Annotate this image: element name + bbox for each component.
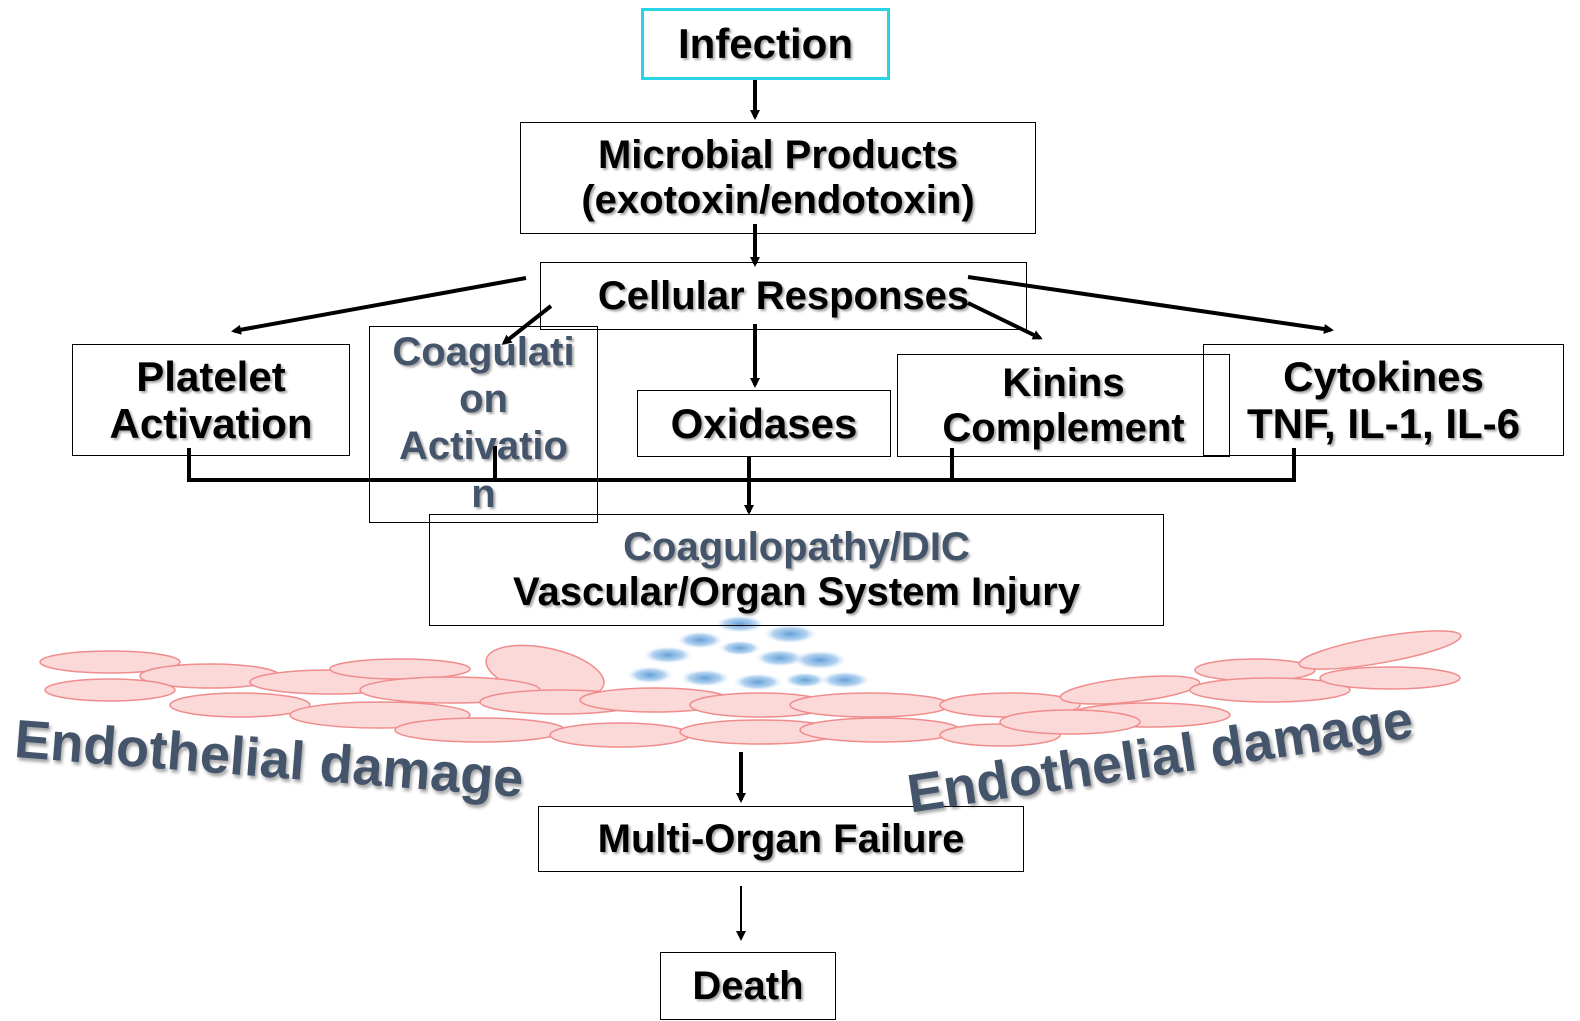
node-coagulopathy-line1: Coagulopathy/DIC (623, 525, 970, 570)
node-cytokines-line1: Cytokines (1283, 352, 1484, 400)
arrow-to-coagulation (501, 304, 553, 345)
node-kinins-line1: Kinins (1002, 360, 1125, 405)
node-kinins-complement: Kinins Complement (897, 354, 1230, 457)
endothelial-cells (39, 630, 1462, 748)
node-coagulation-line1: Coagulati (392, 330, 575, 374)
arrow-to-kinins (967, 301, 1043, 340)
node-infection: Infection (641, 8, 890, 80)
node-platelet-line2: Activation (109, 400, 313, 447)
node-death-label: Death (692, 963, 804, 1008)
node-multi-organ-failure: Multi-Organ Failure (538, 806, 1024, 872)
node-coagulopathy: Coagulopathy/DIC Vascular/Organ System I… (429, 514, 1164, 626)
node-microbial-line2: (exotoxin/endotoxin) (581, 178, 975, 222)
node-platelet-activation: Platelet Activation (72, 344, 350, 456)
collector-line (187, 448, 1296, 482)
node-oxidases: Oxidases (637, 390, 891, 457)
blood-cells (626, 615, 871, 691)
node-microbial-products: Microbial Products (exotoxin/endotoxin) (520, 122, 1036, 234)
arrow-to-platelet (231, 276, 527, 335)
node-oxidases-label: Oxidases (670, 399, 858, 447)
node-coagulopathy-line2: Vascular/Organ System Injury (513, 570, 1080, 614)
node-coagulation-line2: on (459, 377, 508, 422)
node-cellular-responses: Cellular Responses (540, 262, 1027, 330)
node-cytokines-line2: TNF, IL-1, IL-6 (1247, 400, 1520, 447)
arrow-to-cytokines (967, 275, 1334, 334)
node-microbial-line1: Microbial Products (597, 133, 959, 178)
node-kinins-line2: Complement (942, 405, 1185, 450)
node-cytokines: Cytokines TNF, IL-1, IL-6 (1203, 344, 1564, 456)
node-death: Death (660, 952, 836, 1020)
connectors (187, 80, 1334, 803)
node-coagulation-line4: n (471, 471, 496, 516)
node-coagulation-activation: Coagulati on Activatio n (369, 326, 598, 523)
node-coagulation-line3: Activatio (399, 424, 568, 469)
node-platelet-line1: Platelet (136, 352, 286, 400)
node-multiorgan-label: Multi-Organ Failure (597, 816, 965, 861)
node-infection-label: Infection (678, 20, 853, 68)
node-cellular-label: Cellular Responses (597, 273, 970, 318)
